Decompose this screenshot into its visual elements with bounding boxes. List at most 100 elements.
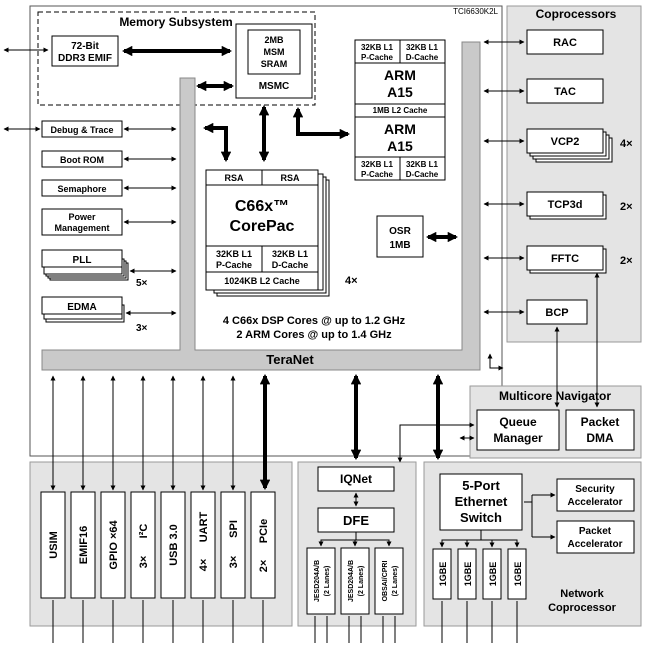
tac-label: TAC [554,86,576,98]
packet-accel-label-2: Accelerator [567,539,622,550]
corepac-multiplier: 4× [345,275,358,287]
arm1-dcache-1: 32KB L1 [406,43,439,52]
queue-manager-label-2: Manager [493,431,543,445]
ddr3-emif-box[interactable] [51,35,119,67]
tcp3d-box[interactable] [526,191,604,217]
osr-label-1: OSR [389,226,411,237]
usb-box[interactable] [160,491,186,599]
vcp2-multiplier: 4× [620,138,633,150]
dfe-box[interactable] [317,507,395,533]
corepac-pcache-1: 32KB L1 [216,249,252,259]
packet-accel-label-1: Packet [579,526,612,537]
ethernet-switch-box[interactable] [439,473,523,531]
semaphore-box[interactable] [41,179,123,197]
boot-rom-label: Boot ROM [60,155,104,165]
corepac-name-2: CorePac [230,218,295,235]
tcp3d-multiplier: 2× [620,201,633,213]
bcp-label: BCP [545,307,568,319]
fftc-label: FFTC [551,253,579,265]
sram-label-1: 2MB [264,35,284,45]
switch-label-1: 5-Port [462,478,500,493]
emif16-label: EMIF16 [78,526,90,565]
arm2-dcache-1: 32KB L1 [406,160,439,169]
jesd2-label-1: JESD204A/B [348,560,355,602]
arm1-pcache-1: 32KB L1 [361,43,394,52]
osr-box[interactable] [376,215,424,258]
obsai-label-1: OBSAI/CPRI [382,561,389,602]
jesd2-box[interactable] [340,547,370,615]
packet-dma-box[interactable] [565,409,635,451]
jesd2-label-2: (2 Lanes) [358,566,365,597]
spi-box[interactable] [220,491,246,599]
tac-box[interactable] [526,78,604,104]
queue-manager-label-1: Queue [499,415,537,429]
emif16-box[interactable] [70,491,96,599]
usb-label: USB 3.0 [168,524,180,566]
rsa-label-2: RSA [280,173,300,183]
obsai-box[interactable] [374,547,404,615]
bcp-box[interactable] [526,299,588,325]
corepac-dcache-2: D-Cache [272,260,309,270]
obsai-label-2: (2 Lanes) [392,566,399,597]
semaphore-label: Semaphore [57,184,106,194]
packet-accelerator-box[interactable] [556,520,635,554]
osr-label-2: 1MB [389,240,410,251]
uart-box[interactable] [190,491,216,599]
gbe-label-3: 1GBE [488,562,498,587]
thick-connectors [121,45,459,491]
memory-subsystem-title: Memory Subsystem [119,15,232,29]
pll-box[interactable] [41,249,123,268]
gbe-box-4[interactable] [507,548,527,600]
navigator-title: Multicore Navigator [499,389,611,403]
debug-trace-label: Debug & Trace [50,125,113,135]
iqnet-box[interactable] [317,466,395,492]
gpio-label: GPIO ×64 [108,520,120,570]
pcie-label: PCIe [258,519,270,543]
rsa-label-1: RSA [224,173,244,183]
spi-label: SPI [228,520,240,538]
ddr3-emif-label-2: DDR3 EMIF [58,53,112,64]
jesd1-box[interactable] [306,547,336,615]
fftc-multiplier: 2× [620,255,633,267]
netcp-title-1: Network [560,588,604,600]
security-label-1: Security [575,484,615,495]
switch-label-3: Switch [460,510,502,525]
power-label-2: Management [54,223,109,233]
gbe-box-2[interactable] [457,548,477,600]
arm2-dcache-2: D-Cache [406,170,439,179]
jesd1-label-1: JESD204A/B [314,560,321,602]
vcp2-box[interactable] [526,128,604,154]
debug-trace-box[interactable] [41,120,123,138]
pcie-box[interactable] [250,491,276,599]
boot-rom-box[interactable] [41,150,123,168]
queue-manager-box[interactable] [476,409,560,451]
msm-sram-box[interactable] [247,29,301,75]
coprocessors-title: Coprocessors [536,7,617,21]
edma-multiplier: 3× [136,323,148,334]
edma-box[interactable] [41,296,123,315]
sram-label-2: MSM [264,47,285,57]
vcp2-label: VCP2 [551,136,580,148]
i2c-box[interactable] [130,491,156,599]
gbe-box-1[interactable] [432,548,452,600]
rac-box[interactable] [526,29,604,55]
power-label-1: Power [68,212,96,222]
usim-label: USIM [48,531,60,559]
netcp-title-2: Coprocessor [548,602,617,614]
edma-label: EDMA [67,302,96,313]
teranet-bus [41,41,481,371]
gpio-box[interactable] [100,491,126,599]
security-accelerator-box[interactable] [556,478,635,512]
gbe-box-3[interactable] [482,548,502,600]
usim-box[interactable] [40,491,66,599]
dfe-label: DFE [343,513,369,528]
msmc-label: MSMC [259,81,290,92]
gbe-label-4: 1GBE [513,562,523,587]
power-mgmt-box[interactable] [41,208,123,236]
uart-label: UART [198,511,210,542]
iqnet-label: IQNet [340,472,372,486]
arm-l2-cache: 1MB L2 Cache [373,106,428,115]
fftc-box[interactable] [526,245,604,271]
arm2-pcache-1: 32KB L1 [361,160,394,169]
